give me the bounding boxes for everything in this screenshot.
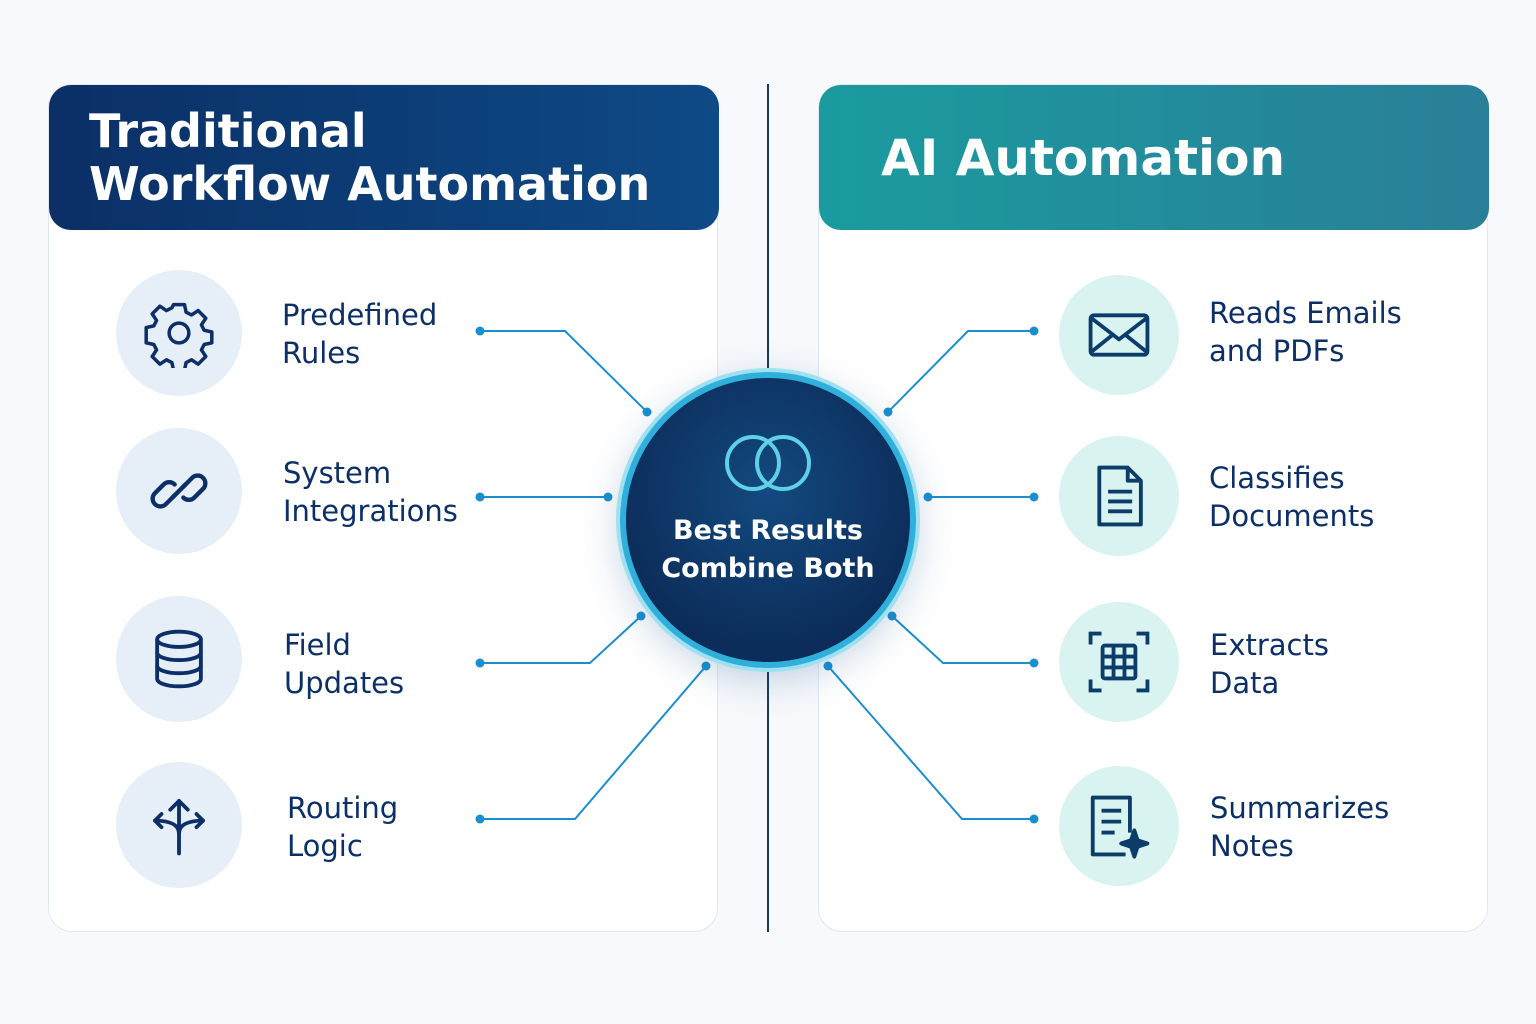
ai-title: AI Automation <box>881 128 1286 187</box>
center-text: Best Results Combine Both <box>661 515 875 584</box>
label-extracts-data: Extracts Data <box>1210 628 1329 700</box>
traditional-title-line-2: Workflow Automation <box>89 156 651 211</box>
traditional-header: Traditional Workflow Automation <box>49 85 719 230</box>
label-classifies-documents: Classifies Documents <box>1209 461 1375 533</box>
label-field-updates: Field Updates <box>284 628 405 700</box>
envelope-icon <box>1059 275 1179 395</box>
gear-icon <box>116 270 242 396</box>
center-hub: Best Results Combine Both <box>620 372 916 668</box>
link-icon <box>116 428 242 554</box>
overlapping-rings-icon <box>725 435 811 491</box>
label-routing-logic: Routing Logic <box>287 791 399 863</box>
notes-sparkle-icon <box>1059 766 1179 886</box>
ai-header: AI Automation <box>819 85 1489 230</box>
label-predefined-rules: Predefined Rules <box>282 298 438 370</box>
traditional-title-line-1: Traditional <box>89 103 367 158</box>
connector-reads-emails <box>887 330 1034 413</box>
connector-routing-logic <box>480 665 707 820</box>
routing-arrows-icon <box>116 762 242 888</box>
connector-extracts-data <box>891 615 1034 664</box>
label-system-integrations: System Integrations <box>283 456 458 528</box>
document-icon <box>1059 436 1179 556</box>
connector-predefined-rules <box>480 330 648 413</box>
database-icon <box>116 596 242 722</box>
label-summarizes-notes: Summarizes Notes <box>1210 791 1390 863</box>
table-scan-icon <box>1059 602 1179 722</box>
label-reads-emails: Reads Emails and PDFs <box>1209 296 1402 368</box>
connector-summarizes-notes <box>827 665 1034 820</box>
connector-field-updates <box>480 615 642 664</box>
